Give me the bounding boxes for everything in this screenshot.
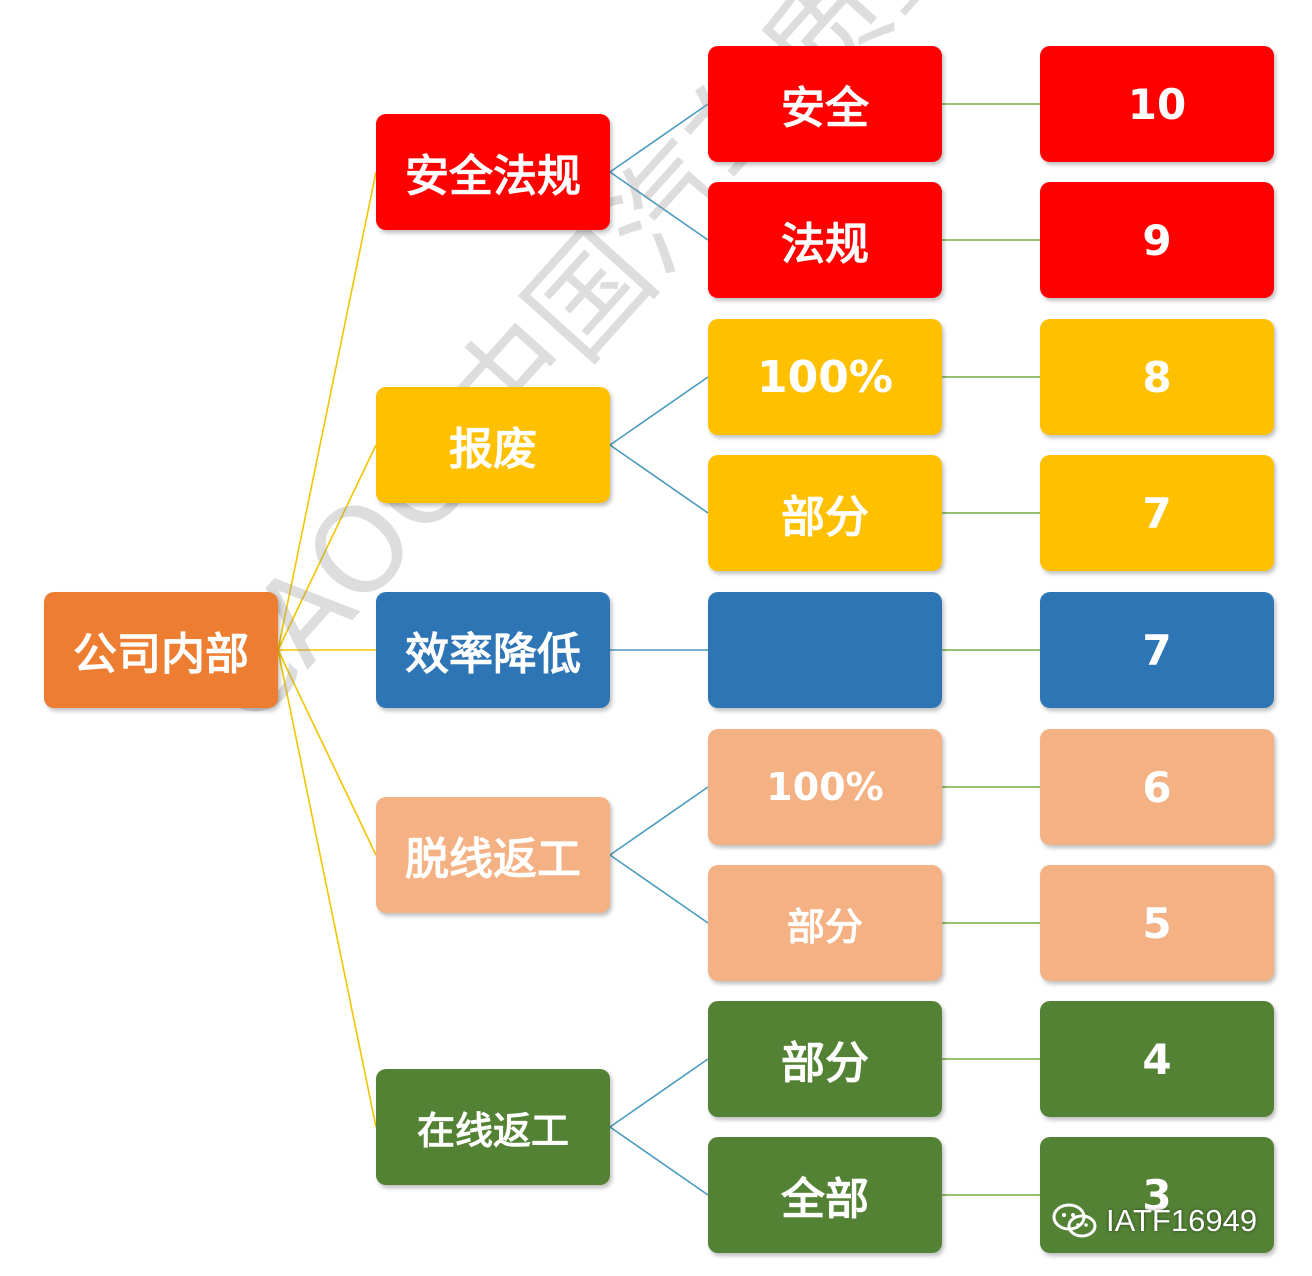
root-to-category-line	[277, 649, 377, 856]
category-to-sub-line	[609, 1126, 709, 1196]
sub-node-inline-all: 全部	[708, 1137, 942, 1253]
score-node: 10	[1040, 46, 1274, 162]
root-node: 公司内部	[44, 592, 278, 708]
score-node: 7	[1040, 455, 1274, 571]
category-to-sub-line	[609, 786, 709, 856]
category-node-offline-rework: 脱线返工	[376, 797, 610, 913]
category-to-sub-line	[609, 103, 709, 173]
score-node: 6	[1040, 729, 1274, 845]
sub-node-scrap-partial: 部分	[708, 455, 942, 571]
sub-node-scrap-100: 100%	[708, 319, 942, 435]
footer-text: IATF16949	[1106, 1203, 1258, 1238]
category-to-sub-line	[609, 171, 709, 241]
footer-watermark: IATF16949	[1052, 1196, 1257, 1246]
category-to-sub-line	[609, 376, 709, 446]
category-node-efficiency-drop: 效率降低	[376, 592, 610, 708]
sub-node-offline-100: 100%	[708, 729, 942, 845]
score-node: 5	[1040, 865, 1274, 981]
category-to-sub-line	[609, 444, 709, 514]
root-to-category-line	[277, 171, 377, 651]
score-node: 8	[1040, 319, 1274, 435]
sub-node-efficiency-empty	[708, 592, 942, 708]
root-to-category-line	[277, 444, 377, 651]
category-node-safety-regulation: 安全法规	[376, 114, 610, 230]
score-node: 7	[1040, 592, 1274, 708]
category-to-sub-line	[609, 1058, 709, 1128]
score-node: 4	[1040, 1001, 1274, 1117]
sub-node-offline-partial: 部分	[708, 865, 942, 981]
score-node: 9	[1040, 182, 1274, 298]
category-node-scrap: 报废	[376, 387, 610, 503]
root-to-category-line	[277, 649, 377, 1128]
category-node-inline-rework: 在线返工	[376, 1069, 610, 1185]
sub-node-regulation: 法规	[708, 182, 942, 298]
sub-node-safety: 安全	[708, 46, 942, 162]
score-node: 3	[1040, 1137, 1274, 1253]
category-to-sub-line	[609, 854, 709, 924]
sub-node-inline-partial: 部分	[708, 1001, 942, 1117]
wechat-icon	[1052, 1202, 1098, 1240]
